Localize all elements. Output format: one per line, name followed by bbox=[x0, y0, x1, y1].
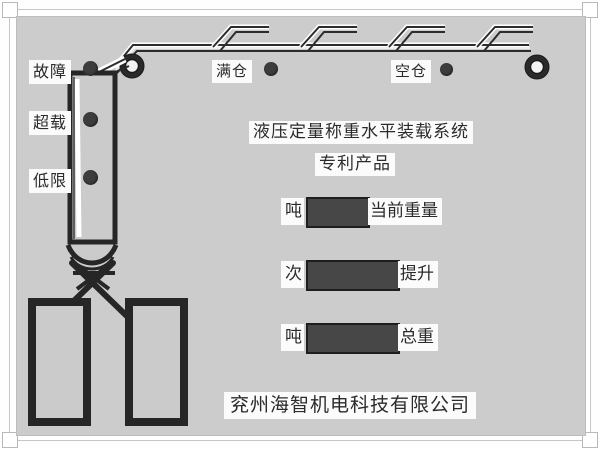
rail-hangers bbox=[211, 24, 533, 52]
machine-schematic bbox=[28, 24, 550, 426]
indicator-label-fault: 故障 bbox=[29, 60, 72, 84]
corner-mark-top-right bbox=[582, 2, 598, 18]
panel-title-line1: 液压定量称重水平装载系统 bbox=[249, 121, 473, 144]
indicator-label-bin-full: 满仓 bbox=[212, 60, 253, 83]
hopper-column bbox=[67, 70, 118, 245]
display-unit-current-weight: 吨 bbox=[281, 198, 304, 225]
indicator-label-low-limit: 低限 bbox=[29, 169, 72, 193]
display-unit-total-weight: 吨 bbox=[281, 324, 304, 351]
indicator-lamp-bin-empty[interactable] bbox=[440, 63, 453, 76]
corner-mark-bottom-left bbox=[2, 432, 18, 448]
panel-title-line2: 专利产品 bbox=[315, 153, 395, 176]
indicator-lamp-fault[interactable] bbox=[83, 61, 98, 76]
corner-mark-top-left bbox=[2, 2, 18, 18]
display-value-total-weight[interactable] bbox=[306, 323, 400, 354]
display-caption-current-weight: 当前重量 bbox=[368, 198, 442, 225]
indicator-label-overload: 超载 bbox=[29, 111, 72, 135]
corner-mark-bottom-right bbox=[582, 432, 598, 448]
display-caption-total-weight: 总重 bbox=[398, 324, 438, 351]
indicator-lamp-bin-full[interactable] bbox=[264, 62, 278, 76]
indicator-label-bin-empty: 空仓 bbox=[391, 60, 432, 83]
display-caption-lift-count: 提升 bbox=[398, 261, 438, 288]
control-panel: 故障 超载 低限 满仓 空仓 液压定量称重水平装载系统 专利产品 吨 当前重量 … bbox=[16, 16, 586, 436]
pulley-left bbox=[119, 53, 145, 79]
clamshell-grab bbox=[28, 260, 188, 426]
hopper-neck bbox=[65, 243, 119, 271]
display-unit-lift-count: 次 bbox=[281, 261, 304, 288]
overhead-rail bbox=[113, 42, 531, 74]
pulley-right bbox=[524, 54, 550, 80]
company-name: 兖州海智机电科技有限公司 bbox=[224, 392, 477, 419]
indicator-lamp-low-limit[interactable] bbox=[83, 170, 98, 185]
display-value-lift-count[interactable] bbox=[306, 260, 400, 291]
indicator-lamp-overload[interactable] bbox=[83, 112, 98, 127]
display-value-current-weight[interactable] bbox=[306, 197, 370, 228]
